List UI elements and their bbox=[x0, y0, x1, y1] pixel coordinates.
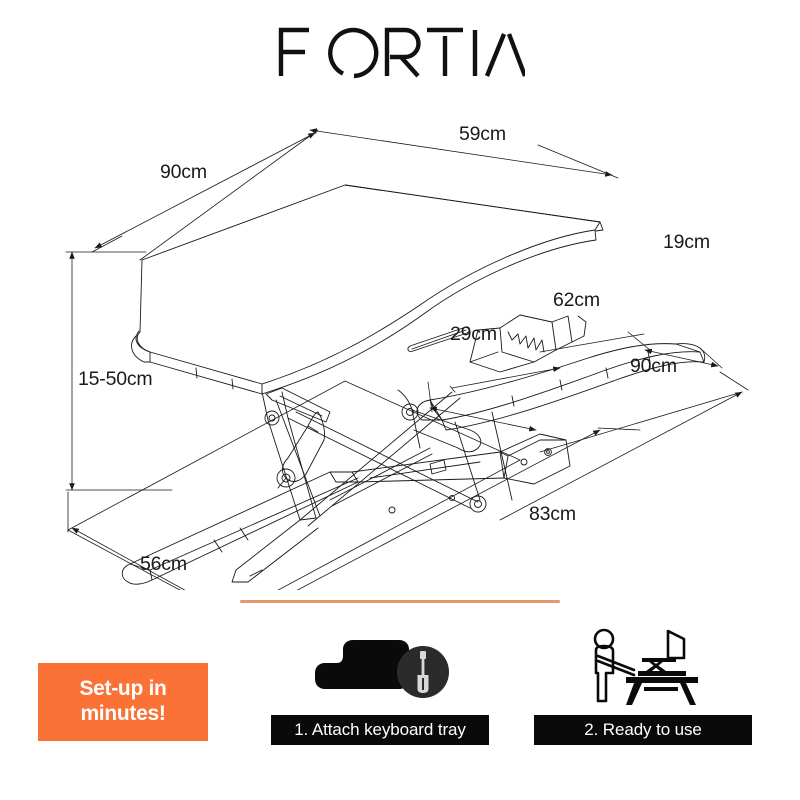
dimension-label-base-depth: 56cm bbox=[140, 553, 187, 575]
dimension-label-height-range: 15-50cm bbox=[78, 368, 152, 390]
dimension-label-tray-width: 90cm bbox=[630, 355, 677, 377]
section-divider bbox=[240, 600, 560, 603]
setup-badge-line1: Set-up in bbox=[79, 677, 167, 701]
desk-leg-left bbox=[625, 683, 642, 705]
dimension-lines bbox=[65, 128, 749, 590]
step-1-label: 1. Attach keyboard tray bbox=[294, 720, 466, 739]
riser-scissor-b bbox=[647, 661, 666, 671]
riser-platform bbox=[637, 671, 686, 676]
desktop-surface bbox=[131, 184, 604, 395]
dimension-label-tray-inner-width: 62cm bbox=[553, 289, 600, 311]
monitor-icon bbox=[666, 629, 685, 660]
keyboard-tray-bracket-icon bbox=[265, 625, 495, 707]
setup-badge-line2: minutes! bbox=[80, 702, 166, 725]
setup-time-badge: Set-up in minutes! bbox=[38, 663, 208, 741]
dimension-label-tray-depth: 19cm bbox=[663, 231, 710, 253]
person-figure bbox=[593, 628, 635, 703]
dimension-label-tray-offset: 29cm bbox=[450, 323, 497, 345]
dimension-label-depth-top: 90cm bbox=[160, 161, 207, 183]
person-at-standing-desk-icon bbox=[528, 625, 758, 707]
setup-step-2: 2. Ready to use bbox=[528, 625, 758, 745]
dimension-label-width-top: 59cm bbox=[459, 123, 506, 145]
riser-upper-deck bbox=[641, 658, 676, 662]
step-1-label-bar: 1. Attach keyboard tray bbox=[271, 715, 489, 745]
dimension-label-base-width: 83cm bbox=[529, 503, 576, 525]
desk-top bbox=[625, 677, 698, 683]
riser-bracket bbox=[469, 314, 587, 373]
base-bar bbox=[121, 433, 571, 585]
step-2-label-bar: 2. Ready to use bbox=[534, 715, 752, 745]
setup-step-1: 1. Attach keyboard tray bbox=[265, 625, 495, 745]
keyboard-tray bbox=[416, 343, 706, 501]
fortia-wordmark-icon bbox=[278, 27, 525, 79]
step-2-label: 2. Ready to use bbox=[584, 720, 702, 739]
product-technical-drawing: 90cm 59cm 19cm 62cm 29cm 90cm 15-50cm 56… bbox=[0, 100, 800, 590]
brand-logo bbox=[0, 24, 800, 80]
tray-silhouette bbox=[314, 640, 409, 689]
screwdriver-icon bbox=[417, 651, 428, 693]
desk-brace bbox=[643, 687, 678, 691]
desk-leg-right bbox=[679, 683, 696, 705]
scissor-lift-mechanism bbox=[231, 387, 487, 583]
